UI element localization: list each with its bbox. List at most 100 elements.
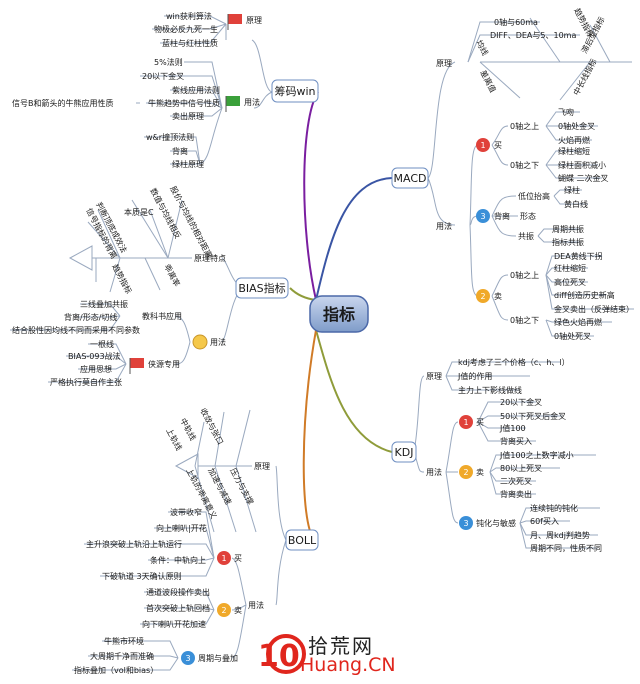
macd-buy-down-2: 蝴蝶 二次金叉 — [558, 173, 609, 183]
macd-sell-up-0: DEA黄线下拐 — [554, 251, 603, 261]
boll-buy-2: 主升浪突破上轨沿上轨运行 — [86, 539, 182, 549]
priority-2-icon — [476, 289, 490, 303]
macd-buy-down-1: 绿柱面积减小 — [558, 160, 606, 170]
priority-2-icon — [217, 603, 231, 617]
boll-zq-2: 指标叠加（vol和bias） — [74, 665, 158, 675]
boll-yuanli: 原理 — [254, 462, 270, 471]
macd-gongzhen: 共振 — [518, 231, 534, 241]
boll-yongfa: 用法 — [248, 600, 264, 610]
kdj-yongfa: 用法 — [426, 467, 442, 477]
kdj-yl-1: J值的作用 — [457, 371, 492, 381]
boll-sell-2: 向下喇叭开花加速 — [142, 619, 206, 629]
chouma-yl-2: 蓝柱与红柱性质 — [162, 38, 218, 48]
macd-buy-above: 0轴之上 — [510, 121, 539, 131]
macd-yongfa: 用法 — [436, 221, 452, 231]
boll-branch: 原理 收敛与张口 中轨线 上轨线 压力与支撑 加速与减速 上轨的乖离意义 用法 … — [74, 406, 270, 675]
macd-buy-up-1: 0轴处金叉 — [558, 121, 595, 131]
boll-zq-0: 牛熊市环境 — [104, 636, 144, 646]
svg-text:1: 1 — [463, 418, 468, 427]
macd-sell-down-1: 0轴处死叉 — [554, 331, 591, 341]
chouma-left: 信号B和箭头的牛熊应用性质 — [12, 98, 114, 108]
boll-sell-0: 通道波段操作卖出 — [146, 587, 210, 597]
bias-branch: 原理特点 本质是C 数值与均线相反 股价与均线的相对距离 乖离率 判断顶底成效法… — [12, 184, 226, 387]
kdj-buy: 买 — [476, 418, 484, 427]
kdj-yl-2: 主力上下影线做线 — [458, 385, 522, 395]
chouma-yf2-0: w&r撞顶法则 — [146, 132, 194, 142]
bias-sy-1: BIAS-093战法 — [68, 351, 121, 361]
macd-diag-0: 均线 — [474, 38, 490, 57]
macd-gz-1: 指标共振 — [552, 237, 584, 247]
macd-sell-above: 0轴之上 — [510, 270, 539, 280]
boll-title: BOLL — [288, 534, 317, 547]
macd-buy-down-0: 绿柱缩短 — [558, 146, 590, 156]
svg-text:3: 3 — [463, 519, 468, 528]
chouma-yf-1: 20以下金叉 — [142, 71, 184, 81]
macd-buy-up-2: 火焰再燃 — [558, 135, 590, 145]
watermark-num: 10 — [258, 639, 300, 674]
kdj-blunt: 钝化与敏感 — [476, 518, 516, 528]
macd-title: MACD — [394, 172, 427, 185]
macd-sell-up-3: diff创造历史新高 — [554, 290, 615, 300]
boll-rot-1: 中轨线 — [178, 416, 198, 442]
chouma-yf-3: 牛熊趋势中信号性质 — [148, 98, 220, 108]
macd-gz-0: 周期共振 — [552, 224, 584, 234]
kdj-buy-2: J值100 — [499, 423, 526, 433]
bias-sy-3: 严格执行莫自作主张 — [50, 377, 122, 387]
chouma-yf-2: 紫线应用法则 — [172, 85, 220, 95]
bias-yongfa: 用法 — [210, 337, 226, 347]
chouma-branch: 原理 用法 win获利算法 物极必反九死一生 蓝柱与红柱性质 5%法则 20以下… — [12, 11, 262, 169]
kdj-sell-2: 二次死叉 — [500, 476, 532, 486]
svg-text:3: 3 — [185, 654, 190, 663]
bias-tedian: 原理特点 — [194, 253, 226, 263]
bias-sy-2: 应用思想 — [80, 364, 112, 374]
kdj-sell-1: 80以上死叉 — [500, 464, 542, 473]
macd-sell-up-1: 红柱缩短 — [554, 263, 586, 273]
macd-buy-below: 0轴之下 — [510, 160, 539, 170]
priority-1-icon — [476, 138, 490, 152]
priority-2-icon — [459, 465, 473, 479]
boll-buy-4: 下破轨道 3天确认原则 — [102, 571, 182, 581]
kdj-blunt-2: 月、周kdj判趋势 — [530, 530, 590, 540]
priority-3-icon — [459, 516, 473, 530]
red-flag-icon — [130, 358, 144, 368]
macd-sell-up-2: 高位死叉 — [554, 277, 586, 287]
macd-yellowline: 黄白线 — [564, 199, 588, 209]
boll-buy-3: 条件：中轨向上 — [150, 555, 206, 565]
chouma-yl-1: 物极必反九死一生 — [154, 24, 218, 34]
center-title: 指标 — [323, 305, 355, 324]
boll-buy: 买 — [234, 554, 242, 563]
boll-zhouqi: 周期与叠加 — [198, 653, 238, 663]
kdj-yuanli: 原理 — [426, 372, 442, 381]
macd-top2: DIFF、DEA与5、10ma — [490, 31, 576, 40]
chouma-yuanli: 原理 — [246, 16, 262, 25]
svg-text:2: 2 — [480, 292, 485, 301]
svg-text:2: 2 — [221, 606, 226, 615]
macd-sell-below: 0轴之下 — [510, 315, 539, 325]
chouma-yongfa: 用法 — [244, 97, 260, 107]
boll-rot-2: 上轨线 — [164, 426, 184, 452]
bias-jks-1: 背离/形态/切线 — [64, 312, 117, 322]
svg-text:2: 2 — [463, 468, 468, 477]
macd-diag-4: 中长线指标 — [571, 57, 599, 97]
macd-buy-up-0: 飞吻 — [558, 107, 574, 117]
kdj-title: KDJ — [395, 446, 414, 459]
kdj-blunt-1: 60f买入 — [530, 517, 559, 526]
kdj-buy-1: 50以下死叉后金叉 — [500, 411, 566, 421]
red-flag-icon — [228, 14, 242, 24]
boll-sell: 卖 — [234, 606, 242, 615]
macd-greenbar: 绿柱 — [564, 185, 580, 195]
chouma-yf2-2: 绿柱原理 — [172, 159, 204, 169]
macd-buy: 买 — [494, 141, 502, 150]
bias-jks-0: 三线叠加共振 — [80, 299, 128, 309]
green-flag-icon — [226, 96, 240, 106]
macd-b3: 背离 — [494, 211, 510, 221]
boll-sell-1: 首次突破上轨回档 — [146, 603, 210, 613]
watermark: 10 拾荒网 Huang.CN — [256, 628, 396, 680]
kdj-yl-0: kdj考虑了三个价格（c、h、l） — [458, 357, 570, 367]
smiley-icon — [192, 334, 208, 350]
bias-title: BIAS指标 — [238, 281, 285, 295]
main-branches — [289, 91, 393, 541]
priority-1-icon — [459, 415, 473, 429]
svg-text:3: 3 — [480, 212, 485, 221]
